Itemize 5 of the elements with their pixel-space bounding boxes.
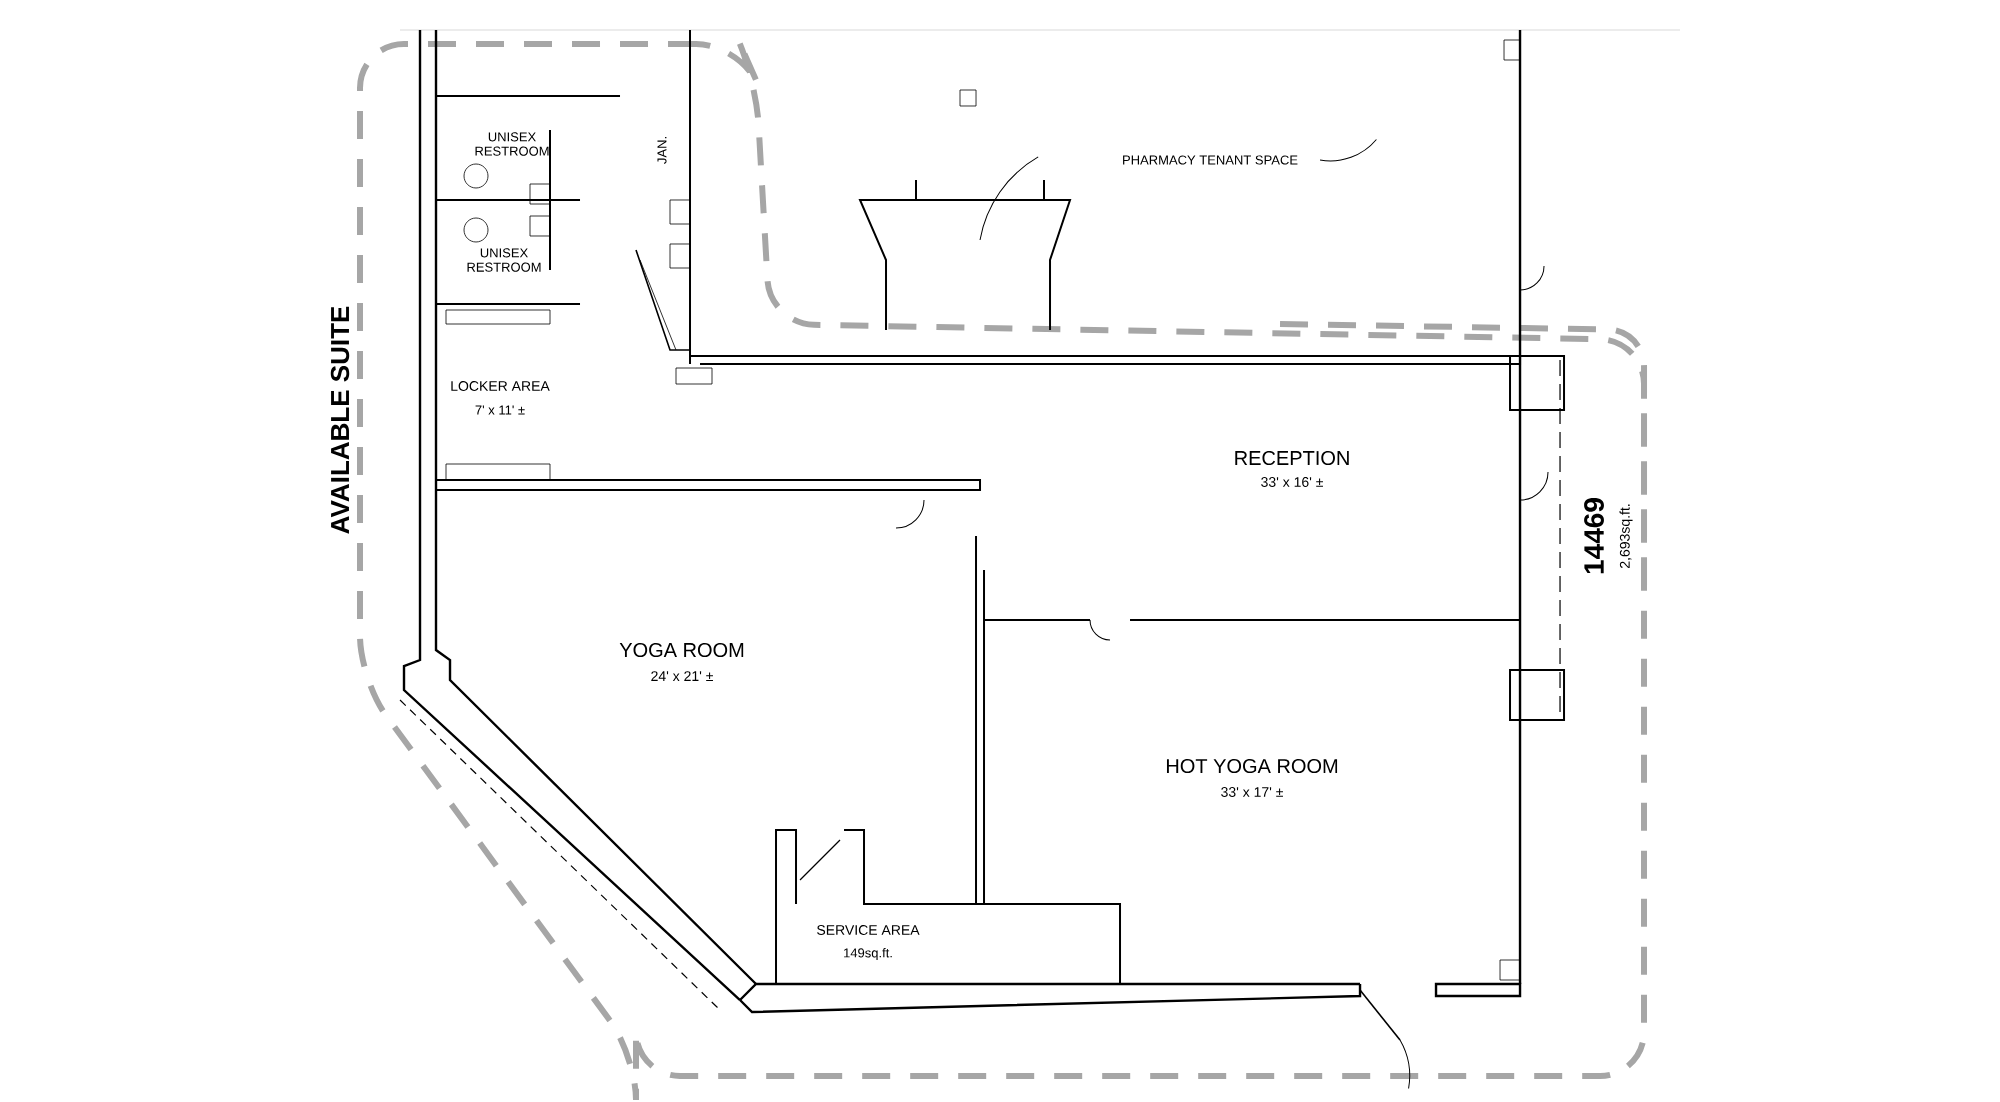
suite-label: AVAILABLE SUITE: [330, 306, 350, 534]
room-label: HOT YOGA ROOM: [1167, 758, 1338, 774]
room-label: YOGA ROOM: [619, 642, 744, 658]
suite-number: 14469: [1584, 498, 1604, 574]
room-label: RECEPTION: [1235, 450, 1349, 466]
